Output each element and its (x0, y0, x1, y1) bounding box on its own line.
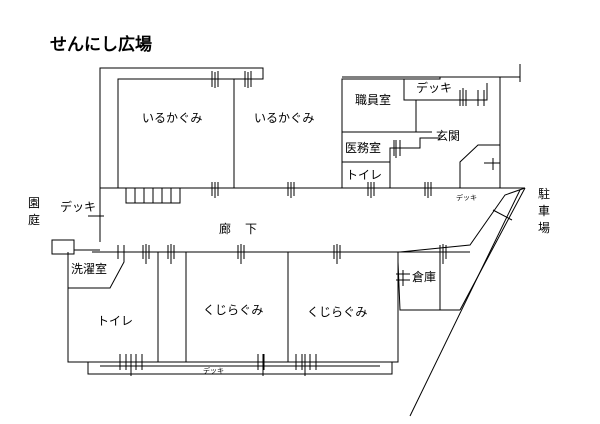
room-label-deck-top: デッキ (416, 80, 452, 95)
room-label-hallway-right: 下 (245, 222, 257, 236)
door-marks (117, 71, 494, 370)
parking-label-3: 場 (538, 221, 550, 235)
room-label-kujira-2: くじらぐみ (307, 305, 367, 319)
room-label-deck-small: デッキ (456, 193, 477, 202)
room-label-toilet-top: トイレ (346, 168, 382, 182)
page-title: せんにし広場 (50, 34, 152, 55)
room-label-iruka-2: いるかぐみ (254, 111, 314, 125)
parking-label-2: 車 (538, 204, 550, 218)
garden-label-2: 庭 (28, 212, 40, 227)
room-label-deck-bottom: デッキ (203, 366, 224, 375)
parking-label-1: 駐 (538, 186, 550, 201)
room-label-kujira-1: くじらぐみ (203, 303, 263, 317)
room-label-iruka-1: いるかぐみ (142, 111, 202, 125)
walls (51, 64, 526, 417)
outside-labels: 園 庭 駐 車 場 (28, 186, 550, 235)
room-label-storage: 倉庫 (412, 269, 436, 284)
room-label-toilet-bottom: トイレ (97, 314, 133, 328)
room-label-laundry: 洗濯室 (71, 261, 107, 276)
room-label-medical: 医務室 (345, 140, 381, 155)
room-label-entrance: 玄関 (436, 128, 460, 143)
garden-label-1: 園 (28, 196, 40, 210)
room-label-deck-left: デッキ (60, 199, 96, 214)
arrow-marks (88, 72, 513, 376)
room-labels: いるかぐみ いるかぐみ 職員室 デッキ 医務室 玄関 トイレ デッキ デッキ 廊… (60, 80, 477, 375)
room-label-hallway-left: 廊 (219, 221, 231, 236)
room-label-staff: 職員室 (355, 92, 391, 107)
